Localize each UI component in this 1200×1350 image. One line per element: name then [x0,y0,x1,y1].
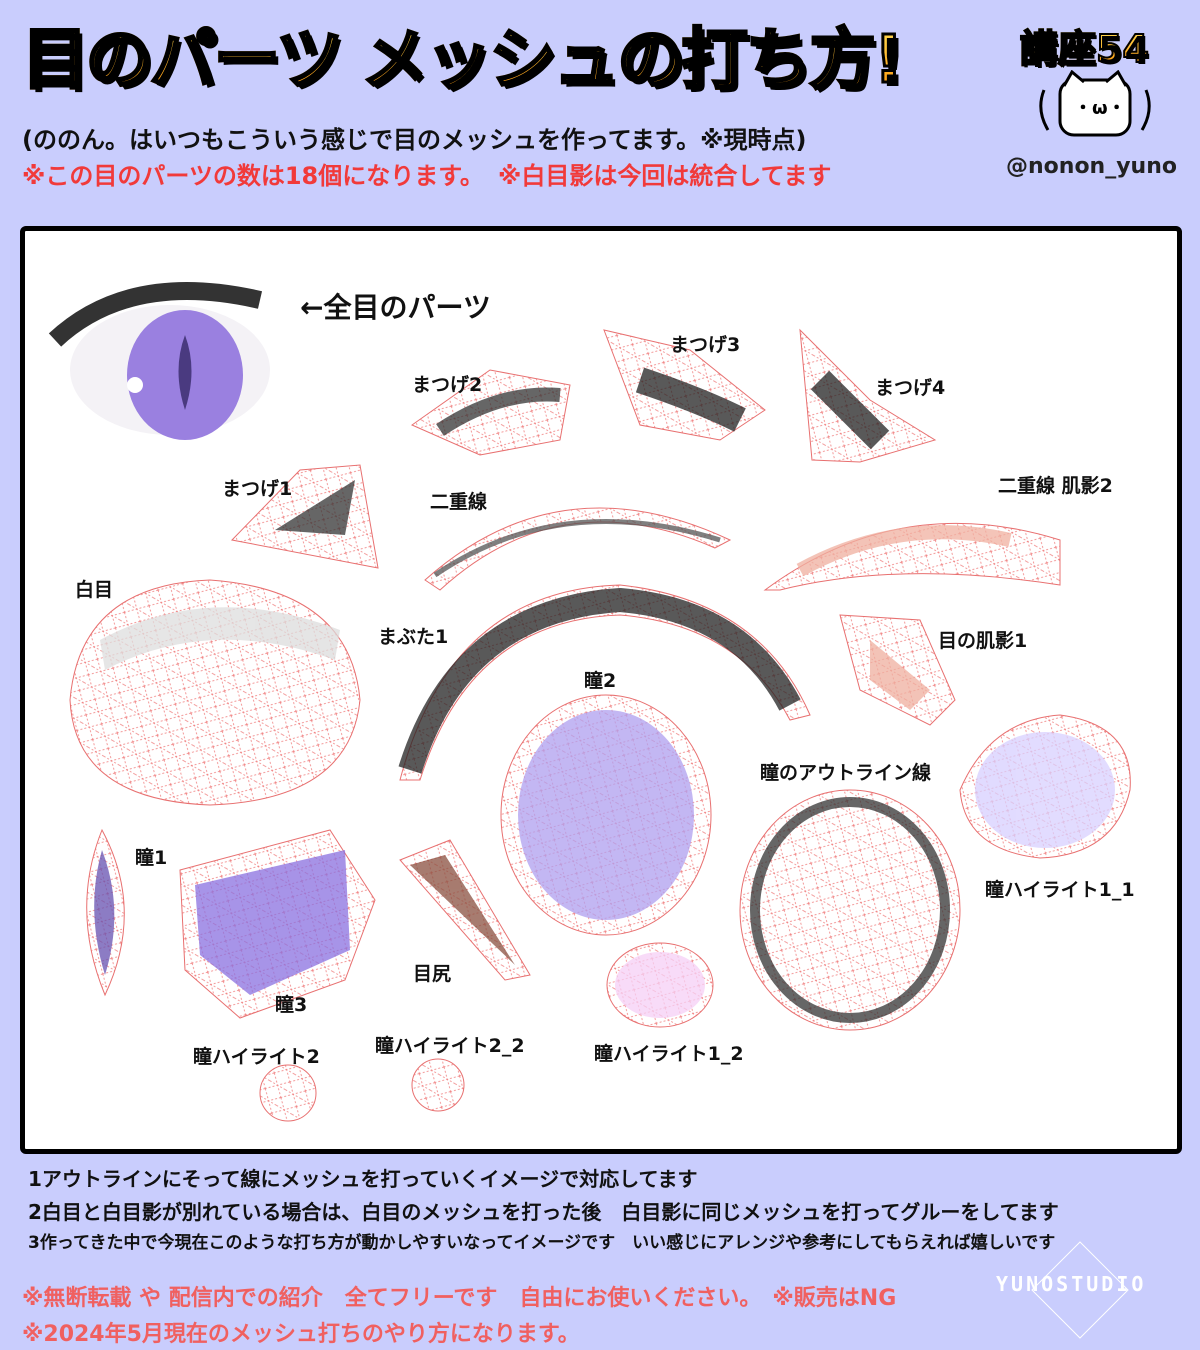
label-all-parts: ←全目のパーツ [300,291,491,324]
label-highlight1-1: 瞳ハイライト1_1 [985,879,1135,901]
note-3: 3作ってきた中で今現在このような打ち方が動かしやすいなってイメージです いい感じ… [28,1233,1056,1253]
page-title: 目のパーツ メッシュの打ち方! [21,6,906,102]
label-hitomi2: 瞳2 [584,670,617,692]
label-shirome: 白目 [75,579,114,601]
label-hitomi1: 瞳1 [135,847,168,869]
cat-mascot-icon: ・ω・ [1039,70,1151,137]
label-highlight2-2: 瞳ハイライト2_2 [375,1035,525,1057]
note-2: 2白目と白目影が別れている場合は、白目のメッシュを打った後 白目影に同じメッシュ… [28,1200,1059,1224]
matsuge4-mesh [799,328,937,463]
full-eye-illustration [48,282,270,440]
subtitle: (ののん。はいつもこういう感じで目のメッシュを作ってます。※現時点) [22,126,807,154]
label-matsuge1: まつげ1 [222,478,293,500]
highlight2-2-mesh [411,1058,465,1112]
label-nijusen-hadakage2: 二重線 肌影2 [998,475,1113,497]
svg-text:・ω・: ・ω・ [1074,98,1126,119]
label-matsuge3: まつげ3 [670,334,741,356]
free-use-note: ※無断転載 や 配信内での紹介 全てフリーです 自由にお使いください。 ※販売は… [22,1286,897,1311]
studio-logo: YUNOSTUDIO [996,1272,1147,1296]
author-handle: @nonon_yuno [1006,154,1177,179]
label-nijusen: 二重線 [430,491,488,513]
label-me-hadakage1: 目の肌影1 [938,630,1028,652]
label-mejiri: 目尻 [413,963,452,985]
lesson-number: 講座54 [1019,18,1150,73]
note-1: 1アウトラインにそって線にメッシュを打っていくイメージで対応してます [28,1167,698,1191]
highlight2-mesh [259,1064,317,1122]
label-highlight1-2: 瞳ハイライト1_2 [594,1043,744,1065]
hitomi-outline-mesh [739,789,961,1031]
label-hitomi3: 瞳3 [275,994,308,1016]
date-note: ※2024年5月現在のメッシュ打ちのやり方になります。 [22,1322,580,1347]
label-hitomi-outline: 瞳のアウトライン線 [760,762,932,784]
label-mabuta1: まぶた1 [378,626,449,648]
label-highlight2: 瞳ハイライト2 [193,1046,320,1068]
studio-diamond-icon [1031,1241,1129,1339]
label-matsuge4: まつげ4 [875,377,946,399]
parts-count-note: ※この目のパーツの数は18個になります。 [22,162,484,190]
label-matsuge2: まつげ2 [412,374,483,396]
shadow-note: ※白目影は今回は統合してます [498,162,832,190]
